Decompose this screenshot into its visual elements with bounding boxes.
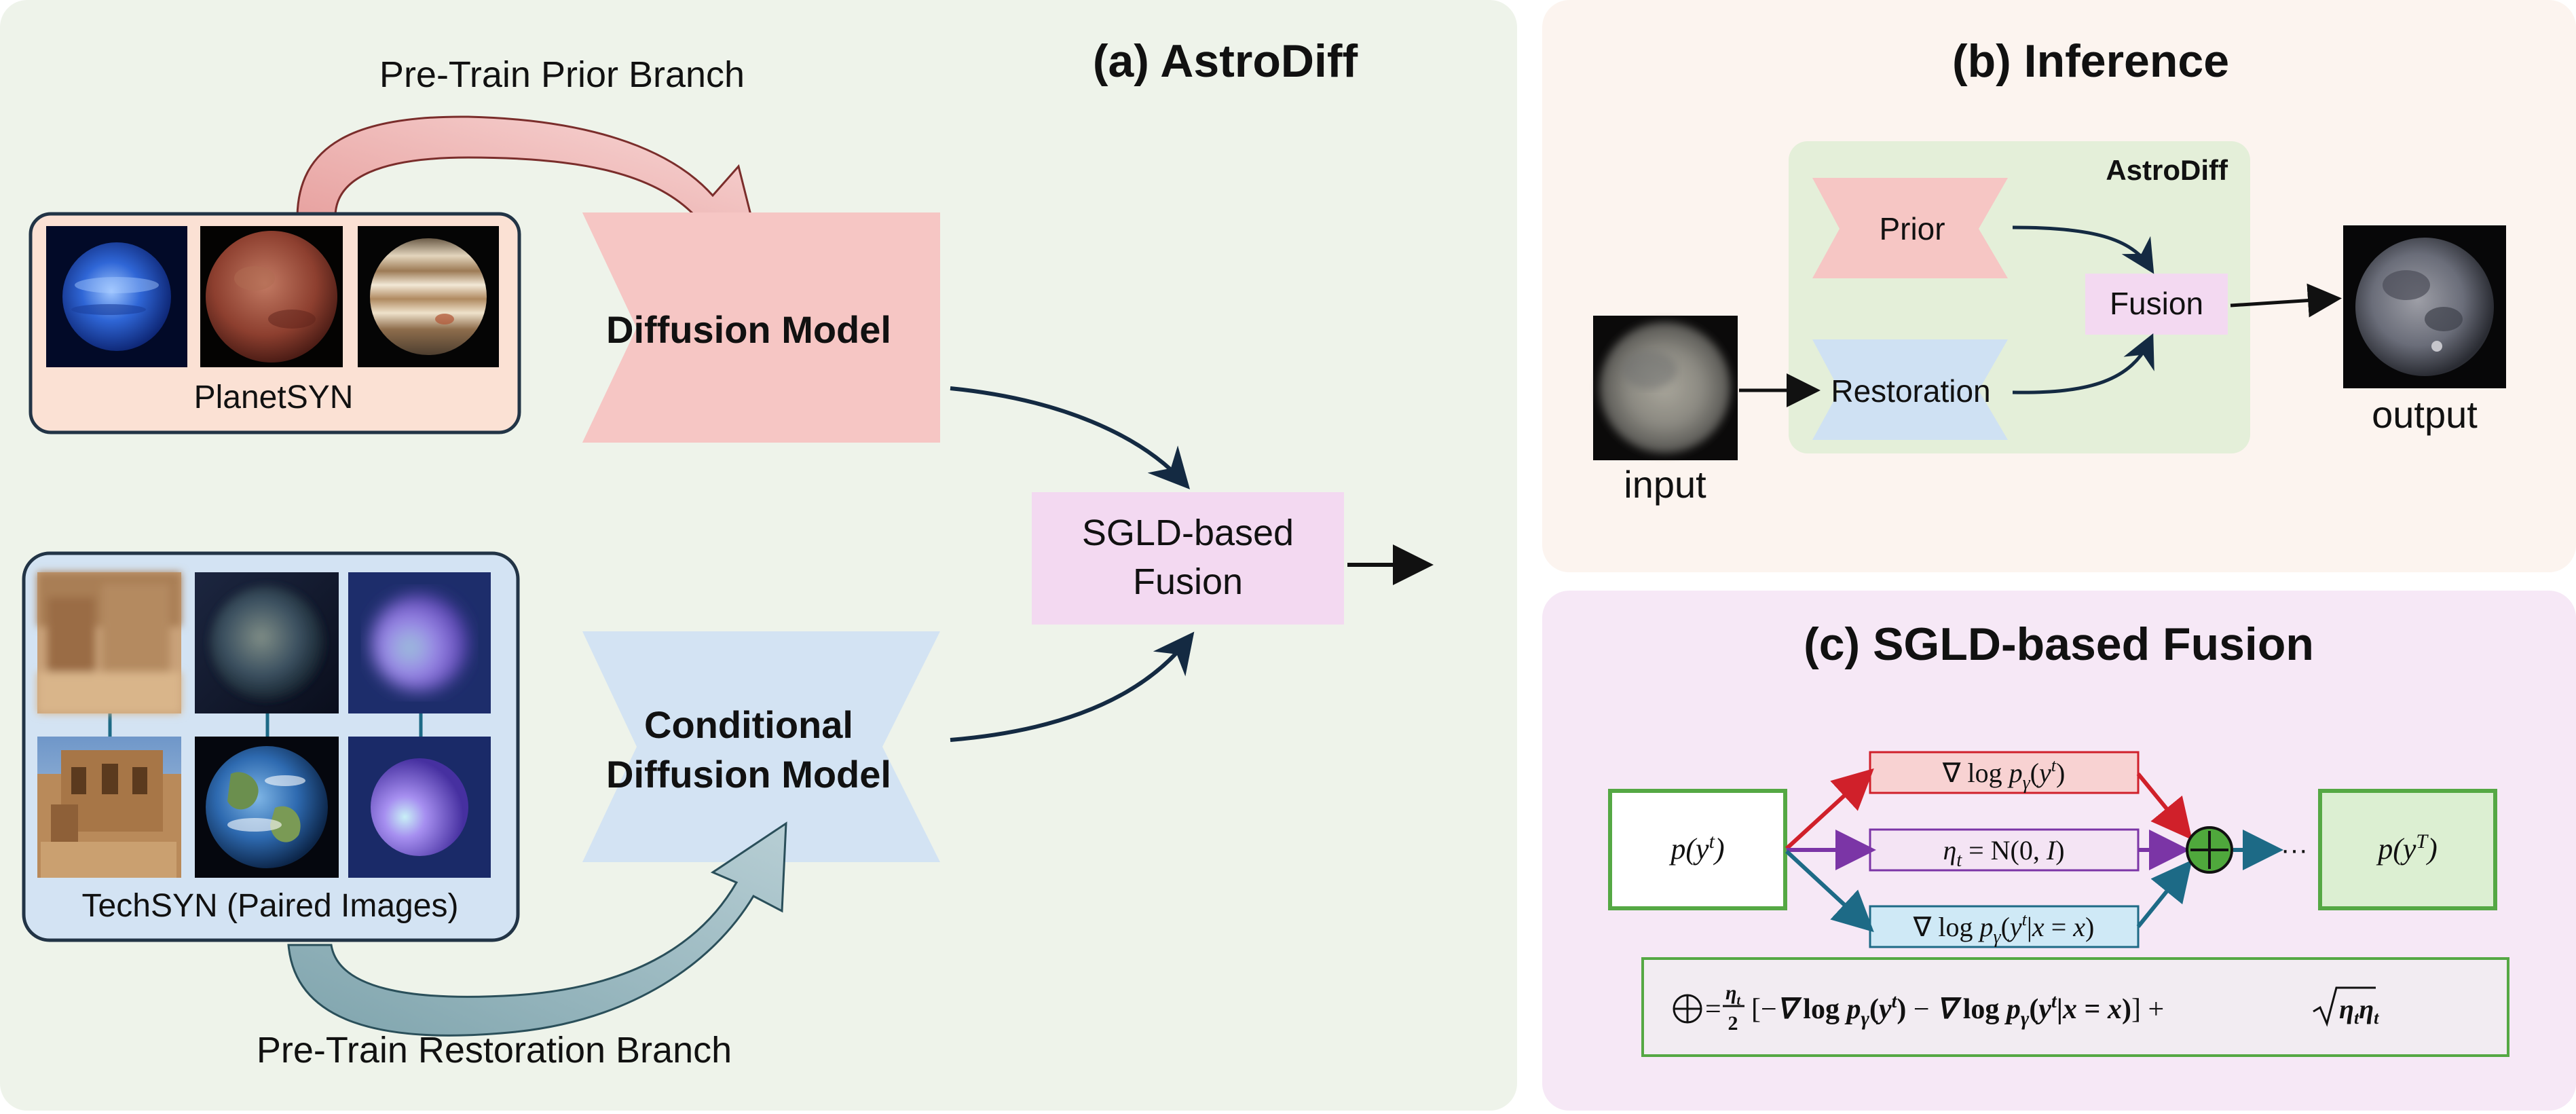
jupiter-planet-icon <box>358 226 499 367</box>
score-to-sum-arrow <box>2136 773 2192 840</box>
prior-distribution-box <box>1608 789 1787 910</box>
final-distribution-box <box>2318 789 2497 910</box>
conditional-to-fusion-arrow <box>950 631 1195 742</box>
ellipsis: ··· <box>2281 835 2308 865</box>
restoration-shape <box>1812 339 2008 440</box>
sgld-fusion-box <box>1032 492 1344 625</box>
restoration-to-fusion-inference-arrow <box>2012 333 2154 394</box>
castle-ruins-icon <box>37 572 181 713</box>
update-equation: = ηt 2 [−∇ log pγ(yt) − ∇ log pγ(yt|x = … <box>1673 982 2379 1035</box>
conditional-diffusion-model-shape <box>582 631 940 862</box>
astrodiff-group-label: AstroDiff <box>2106 154 2228 186</box>
diffusion-model-label: Diffusion Model <box>606 308 891 351</box>
diffusion-model-bowtie <box>582 212 940 443</box>
castle-ruins-clean-icon <box>37 737 181 878</box>
score-branch-arrow <box>1785 768 1874 851</box>
inference-fusion-label: Fusion <box>2110 286 2203 321</box>
prior-branch-label: Pre-Train Prior Branch <box>379 54 745 95</box>
moon-output-icon <box>2343 225 2506 388</box>
panel-a-title: (a) AstroDiff <box>1093 35 1358 87</box>
final-distribution-formula: p(yT) <box>2376 830 2438 866</box>
purple-sphere-blurred-icon <box>348 572 491 713</box>
update-equation-box <box>1641 957 2509 1057</box>
noise-term-formula: ηt = N(0, I) <box>1943 835 2064 871</box>
purple-sphere-icon <box>348 737 491 878</box>
panel-c-title: (c) SGLD-based Fusion <box>1804 618 2314 670</box>
conditional-to-sum-arrow <box>2136 859 2192 928</box>
prior-shape <box>1812 178 2008 278</box>
prior-distribution-formula: p(yt) <box>1668 830 1724 866</box>
prior-to-fusion-inference-arrow <box>2012 225 2154 274</box>
prior-to-fusion-arrow <box>950 386 1191 489</box>
restoration-label: Restoration <box>1831 373 1990 409</box>
fusion-to-output-arrow <box>2230 283 2342 318</box>
sgld-fusion-label-line1: SGLD-based <box>1082 513 1294 553</box>
techsyn-label: TechSYN (Paired Images) <box>82 888 459 924</box>
prior-branch-arrow <box>296 115 762 255</box>
conditional-diffusion-model-label-line2: Diffusion Model <box>606 753 891 796</box>
svg-text:ηtηt: ηtηt <box>2339 994 2379 1028</box>
sgld-fusion-label-line2: Fusion <box>1133 561 1243 602</box>
conditional-diffusion-model-label-line1: Conditional <box>644 703 853 746</box>
output-label: output <box>2372 393 2478 436</box>
mars-planet-icon <box>200 226 343 367</box>
svg-text:[−∇ log pγ(yt) − ∇ log pγ(yt|x: [−∇ log pγ(yt) − ∇ log pγ(yt|x = x)] + <box>1751 991 2164 1030</box>
inference-fusion-box <box>2085 274 2228 335</box>
noise-term-box <box>1869 828 2140 872</box>
panel-b-title: (b) Inference <box>1952 35 2229 87</box>
prior-label: Prior <box>1879 211 1945 246</box>
score-term-formula: ∇ log pγ(yt) <box>1942 756 2066 794</box>
conditional-score-formula: ∇ log pγ(yt|x = x) <box>1913 910 2095 948</box>
svg-text:2: 2 <box>1728 1012 1738 1035</box>
moon-input-icon <box>1593 316 1738 460</box>
restoration-branch-arrow <box>287 821 787 1037</box>
input-label: input <box>1624 463 1706 506</box>
restoration-branch-label: Pre-Train Restoration Branch <box>257 1030 732 1071</box>
earth-blurred-icon <box>195 572 339 713</box>
score-term-box <box>1869 751 2140 794</box>
svg-text:=: = <box>1705 994 1721 1025</box>
conditional-score-box <box>1869 905 2140 948</box>
neptune-like-planet-icon <box>46 226 187 367</box>
earth-icon <box>195 737 339 878</box>
circled-plus-icon <box>2186 826 2233 874</box>
conditional-branch-arrow <box>1785 849 1874 933</box>
planetsyn-label: PlanetSYN <box>194 379 354 415</box>
